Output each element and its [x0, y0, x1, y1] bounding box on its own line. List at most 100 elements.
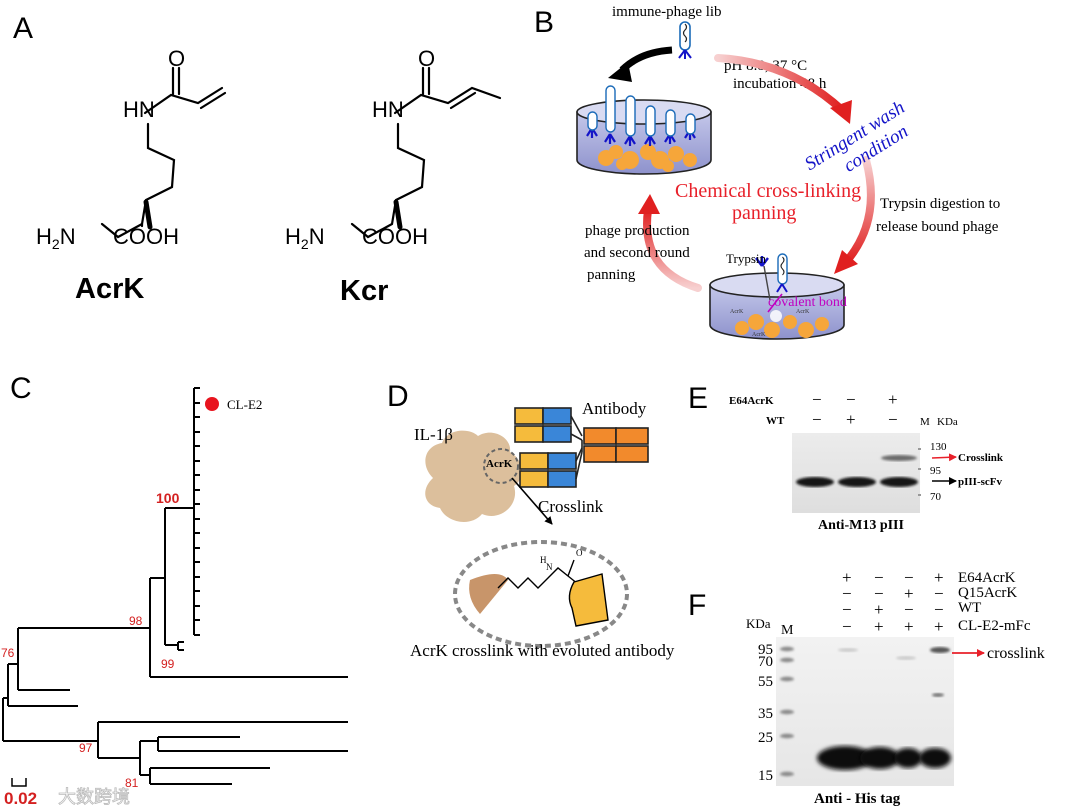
f-r4-c4: +: [934, 617, 944, 636]
panel-d: D IL-1β AcrK Antibody Crosslink: [387, 380, 675, 660]
gel-e: [792, 433, 920, 513]
digestion-well: AcrK AcrK AcrK: [709, 272, 845, 340]
load-arrow: [619, 46, 673, 73]
f-r3-c2: +: [874, 600, 884, 619]
antibody-fragment: [568, 573, 609, 627]
e-r2-c1: −: [812, 410, 822, 429]
well-mark-1: AcrK: [730, 309, 744, 315]
acrk-structure: [100, 66, 227, 239]
f-r4-c2: +: [874, 617, 884, 636]
e-unit: KDa: [937, 416, 958, 428]
e-r2-c3: −: [888, 410, 898, 429]
e-marker-col: M: [920, 416, 930, 428]
production-line-3: panning: [587, 267, 636, 283]
cl-e2-leaf-label: CL-E2: [227, 397, 262, 412]
panel-f: F + − − + − − + − − + − − − + + + E64Acr…: [688, 568, 1045, 807]
bootstrap-81: 81: [125, 776, 139, 790]
bootstrap-100: 100: [156, 490, 180, 506]
e-piii-label: pIII-scFv: [958, 476, 1003, 488]
e-r1-c2: −: [846, 390, 856, 409]
panel-e-label: E: [688, 382, 708, 415]
crosslink-chain: [497, 559, 579, 589]
il1b-protein: [425, 430, 522, 522]
e-crosslink-arrow: [931, 453, 957, 462]
acrk-o: O: [168, 46, 185, 71]
f-r3-c4: −: [934, 600, 944, 619]
f-r4-c1: −: [842, 617, 852, 636]
kcr-hn: HN: [372, 97, 404, 122]
f-marker-4: 35: [758, 706, 773, 722]
scale-bar: [11, 778, 27, 787]
site-label: AcrK: [486, 458, 513, 470]
f-r3-c1: −: [842, 600, 852, 619]
panel-d-label: D: [387, 380, 409, 413]
crosslink-label: Crosslink: [538, 497, 604, 516]
f-r3-c3: −: [904, 600, 914, 619]
atom-h: H: [540, 555, 547, 565]
gel-f-bands: [817, 647, 951, 770]
f-r1-c2: −: [874, 568, 884, 587]
bootstrap-98: 98: [129, 614, 143, 628]
acrk-h2n: H2N: [36, 224, 76, 252]
trypsin-icon: [755, 256, 771, 301]
released-phage-icon: [776, 253, 788, 293]
f-row1-label: E64AcrK: [958, 570, 1016, 586]
e-r1-c3: +: [888, 390, 898, 409]
e-marker-2: 95: [930, 465, 942, 477]
f-r2-c4: −: [934, 584, 944, 603]
watermark: 大数跨境: [58, 787, 130, 808]
covalent-bond-line: [767, 293, 783, 313]
e-r2-c2: +: [846, 410, 856, 429]
cycle-arrowhead-right: [834, 250, 858, 274]
f-marker-5: 25: [758, 730, 773, 746]
f-unit: KDa: [746, 616, 771, 631]
gel-f-ladder: [780, 646, 794, 777]
bootstrap-97: 97: [79, 741, 93, 755]
f-r1-c1: +: [842, 568, 852, 587]
panel-b-label: B: [534, 6, 554, 39]
well-mark-2: AcrK: [796, 309, 810, 315]
center-line-2: panning: [732, 202, 796, 224]
f-row4-label: CL-E2-mFc: [958, 618, 1031, 634]
e-r1-c1: −: [812, 390, 822, 409]
f-r2-c1: −: [842, 584, 852, 603]
f-r2-c3: +: [904, 584, 914, 603]
e-caption: Anti-M13 pIII: [818, 518, 904, 533]
cycle-arrowhead-top: [830, 100, 852, 124]
f-marker-3: 55: [758, 674, 773, 690]
phylo-tree: [2, 387, 348, 785]
bootstrap-99: 99: [161, 657, 175, 671]
acrk-hn: HN: [123, 97, 155, 122]
antibody-label: Antibody: [582, 399, 647, 418]
crosslink-arrow: [511, 477, 553, 525]
f-marker-col: M: [781, 623, 794, 638]
panel-c-label: C: [10, 372, 32, 405]
kcr-cooh: COOH: [362, 224, 428, 249]
e-crosslink-label: Crosslink: [958, 452, 1004, 464]
cycle-arrow-right: [842, 156, 875, 266]
e-row1-label: E64AcrK: [729, 395, 774, 407]
covalent-label: covalent bond: [768, 295, 847, 310]
f-r4-c3: +: [904, 617, 914, 636]
kcr-structure: [350, 66, 502, 239]
center-line-1: Chemical cross-linking: [675, 180, 861, 202]
production-line-2: and second round: [584, 245, 690, 261]
atom-n: N: [546, 562, 553, 572]
production-line-1: phage production: [585, 223, 690, 239]
f-row3-label: WT: [958, 600, 981, 616]
kcr-o: O: [418, 46, 435, 71]
load-arrowhead: [608, 62, 632, 82]
cycle-arrow-left: [643, 206, 702, 292]
panel-e: E E64AcrK WT − − + − + − M KDa 130 95 70: [688, 382, 1004, 533]
il1b-label: IL-1β: [414, 425, 453, 444]
f-caption: Anti - His tag: [814, 791, 901, 807]
f-r1-c3: −: [904, 568, 914, 587]
acrk-name: AcrK: [75, 273, 144, 305]
cycle-arrowhead-left: [638, 194, 660, 214]
kcr-name: Kcr: [340, 275, 388, 307]
f-r2-c2: −: [874, 584, 884, 603]
kcr-h2n: H2N: [285, 224, 325, 252]
library-label: immune-phage lib: [612, 4, 722, 20]
e-row2-label: WT: [766, 415, 785, 427]
panel-f-label: F: [688, 589, 706, 622]
